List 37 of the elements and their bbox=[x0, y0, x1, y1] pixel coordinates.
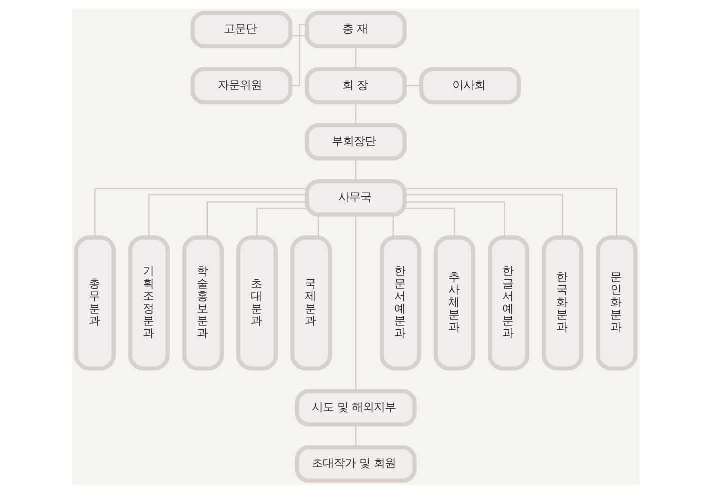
node-box: 사무국 bbox=[304, 178, 406, 216]
connector bbox=[392, 214, 394, 237]
node-box: 고문단 bbox=[190, 10, 292, 48]
connector bbox=[290, 34, 306, 36]
connector bbox=[94, 188, 306, 238]
node-box: 초대작가 및 회원 bbox=[294, 445, 416, 482]
node-box: 시도 및 해외지부 bbox=[294, 388, 416, 426]
connector bbox=[317, 214, 319, 237]
node-box: 추사체분과 bbox=[433, 235, 476, 370]
connector bbox=[404, 207, 455, 237]
connector bbox=[206, 201, 306, 238]
node-box: 회 장 bbox=[304, 66, 406, 104]
connector bbox=[256, 207, 306, 237]
connector bbox=[354, 102, 356, 125]
connector bbox=[404, 84, 421, 86]
node-box: 문인화분과 bbox=[596, 235, 638, 370]
node-box: 총 재 bbox=[304, 10, 406, 48]
node-box: 초대분과 bbox=[236, 235, 278, 370]
node-box: 한문서예분과 bbox=[379, 235, 421, 370]
connector bbox=[148, 194, 306, 237]
node-box: 자문위원 bbox=[190, 66, 292, 104]
node-box: 총무분과 bbox=[74, 235, 116, 370]
connector bbox=[404, 188, 617, 238]
connector bbox=[354, 424, 356, 447]
connector bbox=[354, 214, 356, 391]
node-box: 기획조정분과 bbox=[128, 235, 170, 370]
node-box: 한글서예분과 bbox=[488, 235, 530, 370]
connector bbox=[404, 194, 563, 237]
connector bbox=[354, 158, 356, 181]
connector bbox=[404, 201, 505, 238]
node-box: 부회장단 bbox=[304, 122, 406, 160]
node-box: 이사회 bbox=[418, 66, 521, 104]
node-box: 국제분과 bbox=[290, 235, 332, 370]
node-box: 한국화분과 bbox=[542, 235, 584, 370]
connector bbox=[354, 46, 356, 69]
connector bbox=[290, 23, 306, 86]
node-box: 학술홍보분과 bbox=[182, 235, 224, 370]
